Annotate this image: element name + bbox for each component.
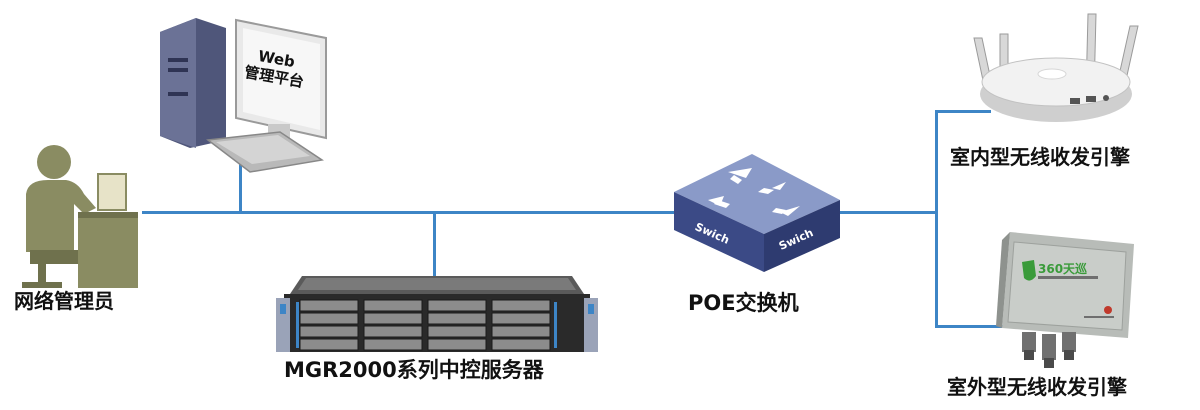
link-web-platform [239,160,242,213]
link-indoor-ap [935,110,991,113]
link-outdoor-ap [935,325,1003,328]
server-rack-icon [276,276,598,352]
outdoor-ap-label: 室外型无线收发引擎 [947,375,1127,399]
admin-person-icon [22,145,138,288]
link-main-horizontal [142,211,680,214]
indoor-ap-icon [973,13,1139,122]
indoor-ap-label: 室内型无线收发引擎 [950,145,1130,169]
poe-switch-icon [674,154,840,272]
web-platform-computer-icon [160,18,327,173]
link-switch-right [836,211,936,214]
server-label: MGR2000系列中控服务器 [284,358,544,382]
link-vertical-bus [935,110,938,327]
outdoor-ap-brand-text: 360天巡 [1038,262,1088,276]
outdoor-ap-icon [996,232,1134,368]
switch-label: POE交换机 [688,291,799,315]
admin-label: 网络管理员 [14,289,114,313]
link-server [433,212,436,282]
